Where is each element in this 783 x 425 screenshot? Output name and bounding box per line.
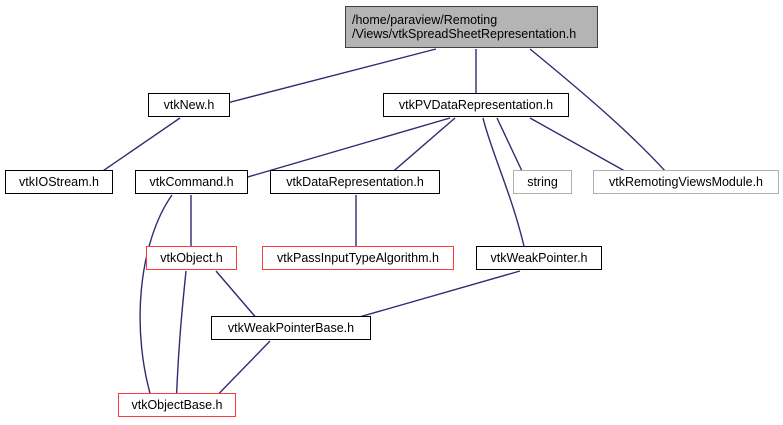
graph-node-string[interactable]: string	[513, 170, 572, 194]
graph-node-label: vtkPassInputTypeAlgorithm.h	[277, 250, 439, 265]
graph-node-vtkCommand[interactable]: vtkCommand.h	[135, 170, 248, 194]
graph-edge-root-to-vtkRemotingViewsModule	[529, 48, 681, 189]
graph-edge-root-to-vtkNew	[195, 48, 437, 112]
graph-node-label: vtkPVDataRepresentation.h	[398, 97, 554, 112]
graph-node-label-line: /Views/vtkSpreadSheetRepresentation.h	[352, 27, 577, 41]
graph-edge-vtkPVDataRepresentation-to-vtkWeakPointer	[482, 117, 529, 265]
graph-node-vtkPassInputTypeAlgorithm[interactable]: vtkPassInputTypeAlgorithm.h	[262, 246, 454, 270]
graph-node-vtkWeakPointerBase[interactable]: vtkWeakPointerBase.h	[211, 316, 371, 340]
graph-node-label: vtkCommand.h	[149, 174, 234, 189]
graph-node-vtkIOStream[interactable]: vtkIOStream.h	[5, 170, 113, 194]
graph-node-vtkPVDataRepresentation[interactable]: vtkPVDataRepresentation.h	[383, 93, 569, 117]
graph-node-label: vtkObject.h	[160, 250, 223, 265]
graph-node-vtkObjectBase[interactable]: vtkObjectBase.h	[118, 393, 236, 417]
graph-node-label-line: /home/paraview/Remoting	[352, 12, 498, 27]
graph-node-label: vtkRemotingViewsModule.h	[608, 174, 763, 189]
graph-node-label: vtkWeakPointer.h	[490, 250, 588, 265]
graph-edge-vtkCommand-to-vtkObjectBase	[139, 194, 173, 411]
graph-node-vtkWeakPointer[interactable]: vtkWeakPointer.h	[476, 246, 602, 270]
graph-node-label: vtkDataRepresentation.h	[286, 174, 424, 189]
graph-node-vtkNew[interactable]: vtkNew.h	[148, 93, 230, 117]
graph-node-root[interactable]: /home/paraview/Remoting/Views/vtkSpreadS…	[345, 6, 598, 48]
graph-node-vtkDataRepresentation[interactable]: vtkDataRepresentation.h	[270, 170, 440, 194]
graph-node-vtkRemotingViewsModule[interactable]: vtkRemotingViewsModule.h	[593, 170, 779, 194]
graph-node-label: vtkWeakPointerBase.h	[227, 320, 355, 335]
graph-edge-vtkPVDataRepresentation-to-vtkCommand	[209, 117, 451, 189]
graph-node-label: vtkObjectBase.h	[131, 397, 223, 412]
graph-node-label: vtkNew.h	[163, 97, 215, 112]
graph-node-label: string	[527, 174, 558, 189]
graph-node-vtkObject[interactable]: vtkObject.h	[146, 246, 237, 270]
graph-edge-vtkObject-to-vtkObjectBase	[175, 270, 187, 411]
graph-node-label: vtkIOStream.h	[19, 174, 99, 189]
